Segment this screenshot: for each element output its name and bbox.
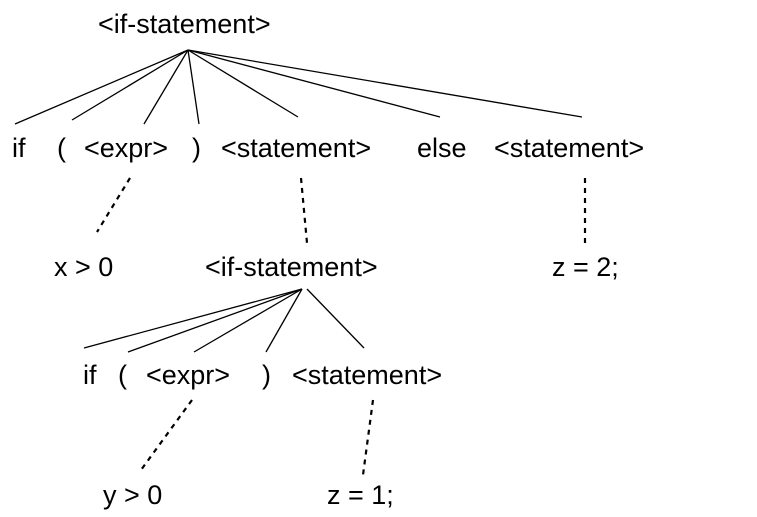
node-else: else [417, 133, 467, 163]
leaf-z-eq-2: z = 2; [552, 252, 619, 282]
dotted-edge [361, 399, 375, 476]
leaf-x-gt-0: x > 0 [54, 252, 113, 282]
edges-inner [83, 288, 365, 353]
inner-node-close-paren: ) [262, 360, 271, 390]
edge [193, 288, 303, 353]
dotted-edge [299, 177, 309, 244]
node-close-paren: ) [192, 133, 201, 163]
edge [71, 49, 189, 121]
edge [14, 49, 189, 125]
leaf-z-eq-1: z = 1; [327, 480, 394, 510]
node-if: if [12, 133, 26, 163]
dotted-edges-level1 [96, 177, 587, 244]
inner-node-expr: <expr> [146, 360, 230, 390]
node-statement: <statement> [221, 133, 371, 163]
dotted-edge [96, 177, 131, 233]
edge [187, 49, 583, 118]
inner-node-statement: <statement> [292, 360, 442, 390]
node-open-paren: ( [57, 133, 66, 163]
node-else-statement: <statement> [494, 133, 644, 163]
edge [127, 288, 303, 353]
edge [306, 288, 365, 349]
edge [187, 49, 441, 118]
dotted-edge [140, 399, 193, 471]
edges-root [14, 49, 583, 125]
inner-node-if: if [83, 360, 97, 390]
node-expr: <expr> [84, 133, 168, 163]
dotted-edges-level3 [140, 399, 375, 476]
root-node: <if-statement> [98, 9, 271, 39]
edge [187, 49, 299, 118]
edge [83, 288, 303, 349]
edge [187, 49, 200, 125]
edge [143, 49, 189, 125]
leaf-y-gt-0: y > 0 [103, 480, 162, 510]
edge [265, 288, 303, 353]
node-inner-if-statement: <if-statement> [205, 252, 378, 282]
inner-node-open-paren: ( [118, 360, 127, 390]
